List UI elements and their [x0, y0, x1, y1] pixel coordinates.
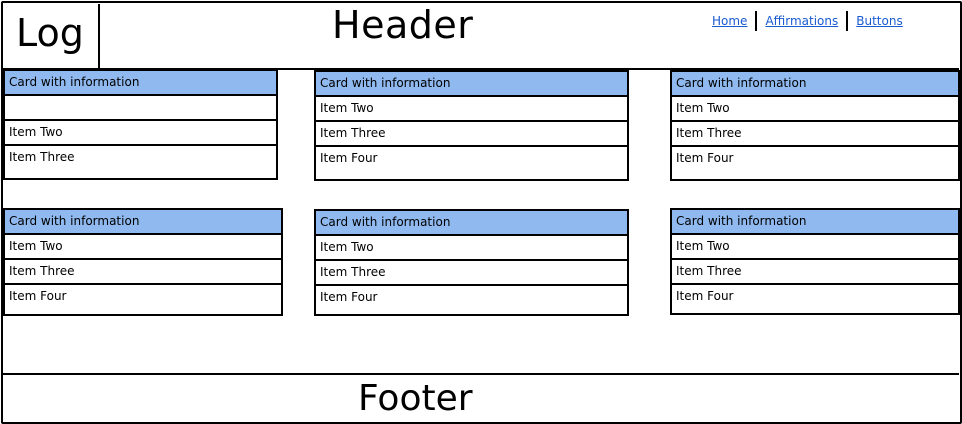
card-header: Card with information — [5, 71, 276, 96]
card-item: Item Three — [5, 260, 281, 285]
card-item: Item Three — [316, 122, 627, 147]
nav-link-affirmations[interactable]: Affirmations — [765, 14, 839, 28]
card-item: Item Four — [320, 151, 378, 165]
info-card-5: Card with information Item Two Item Thre… — [314, 209, 629, 316]
nav-link-home[interactable]: Home — [712, 14, 748, 28]
card-item: Item Two — [5, 121, 276, 146]
info-card-4: Card with information Item Two Item Thre… — [3, 208, 283, 316]
header-title: Header — [332, 3, 474, 47]
card-item: Item Four — [320, 290, 378, 304]
footer-title: Footer — [358, 378, 473, 419]
info-card-2: Card with information Item Two Item Thre… — [314, 70, 629, 181]
card-item: Item Four — [676, 151, 734, 165]
card-item: Item Three — [672, 122, 958, 147]
nav-divider — [846, 11, 849, 31]
header: Log Header Home Affirmations Buttons — [2, 2, 959, 70]
nav-divider — [755, 11, 758, 31]
nav-link-buttons[interactable]: Buttons — [856, 14, 903, 28]
card-item: Item Four — [676, 289, 734, 303]
info-card-6: Card with information Item Two Item Thre… — [670, 208, 960, 315]
nav-bar: Home Affirmations Buttons — [710, 11, 911, 31]
card-header: Card with information — [316, 211, 627, 236]
footer: Footer — [2, 373, 959, 423]
card-item: Item Two — [672, 235, 958, 260]
info-card-1: Card with information Item Two Item Thre… — [3, 69, 278, 180]
card-item — [5, 96, 276, 121]
card-item: Item Two — [316, 236, 627, 261]
card-header: Card with information — [672, 72, 958, 97]
card-item: Item Two — [316, 97, 627, 122]
card-header: Card with information — [5, 210, 281, 235]
info-card-3: Card with information Item Two Item Thre… — [670, 70, 960, 181]
card-item: Item Two — [672, 97, 958, 122]
logo: Log — [4, 4, 100, 68]
card-item: Item Three — [9, 150, 75, 164]
card-header: Card with information — [316, 72, 627, 97]
card-item: Item Three — [672, 260, 958, 285]
card-item: Item Four — [9, 289, 67, 303]
card-item: Item Two — [5, 235, 281, 260]
card-header: Card with information — [672, 210, 958, 235]
card-item: Item Three — [316, 261, 627, 286]
